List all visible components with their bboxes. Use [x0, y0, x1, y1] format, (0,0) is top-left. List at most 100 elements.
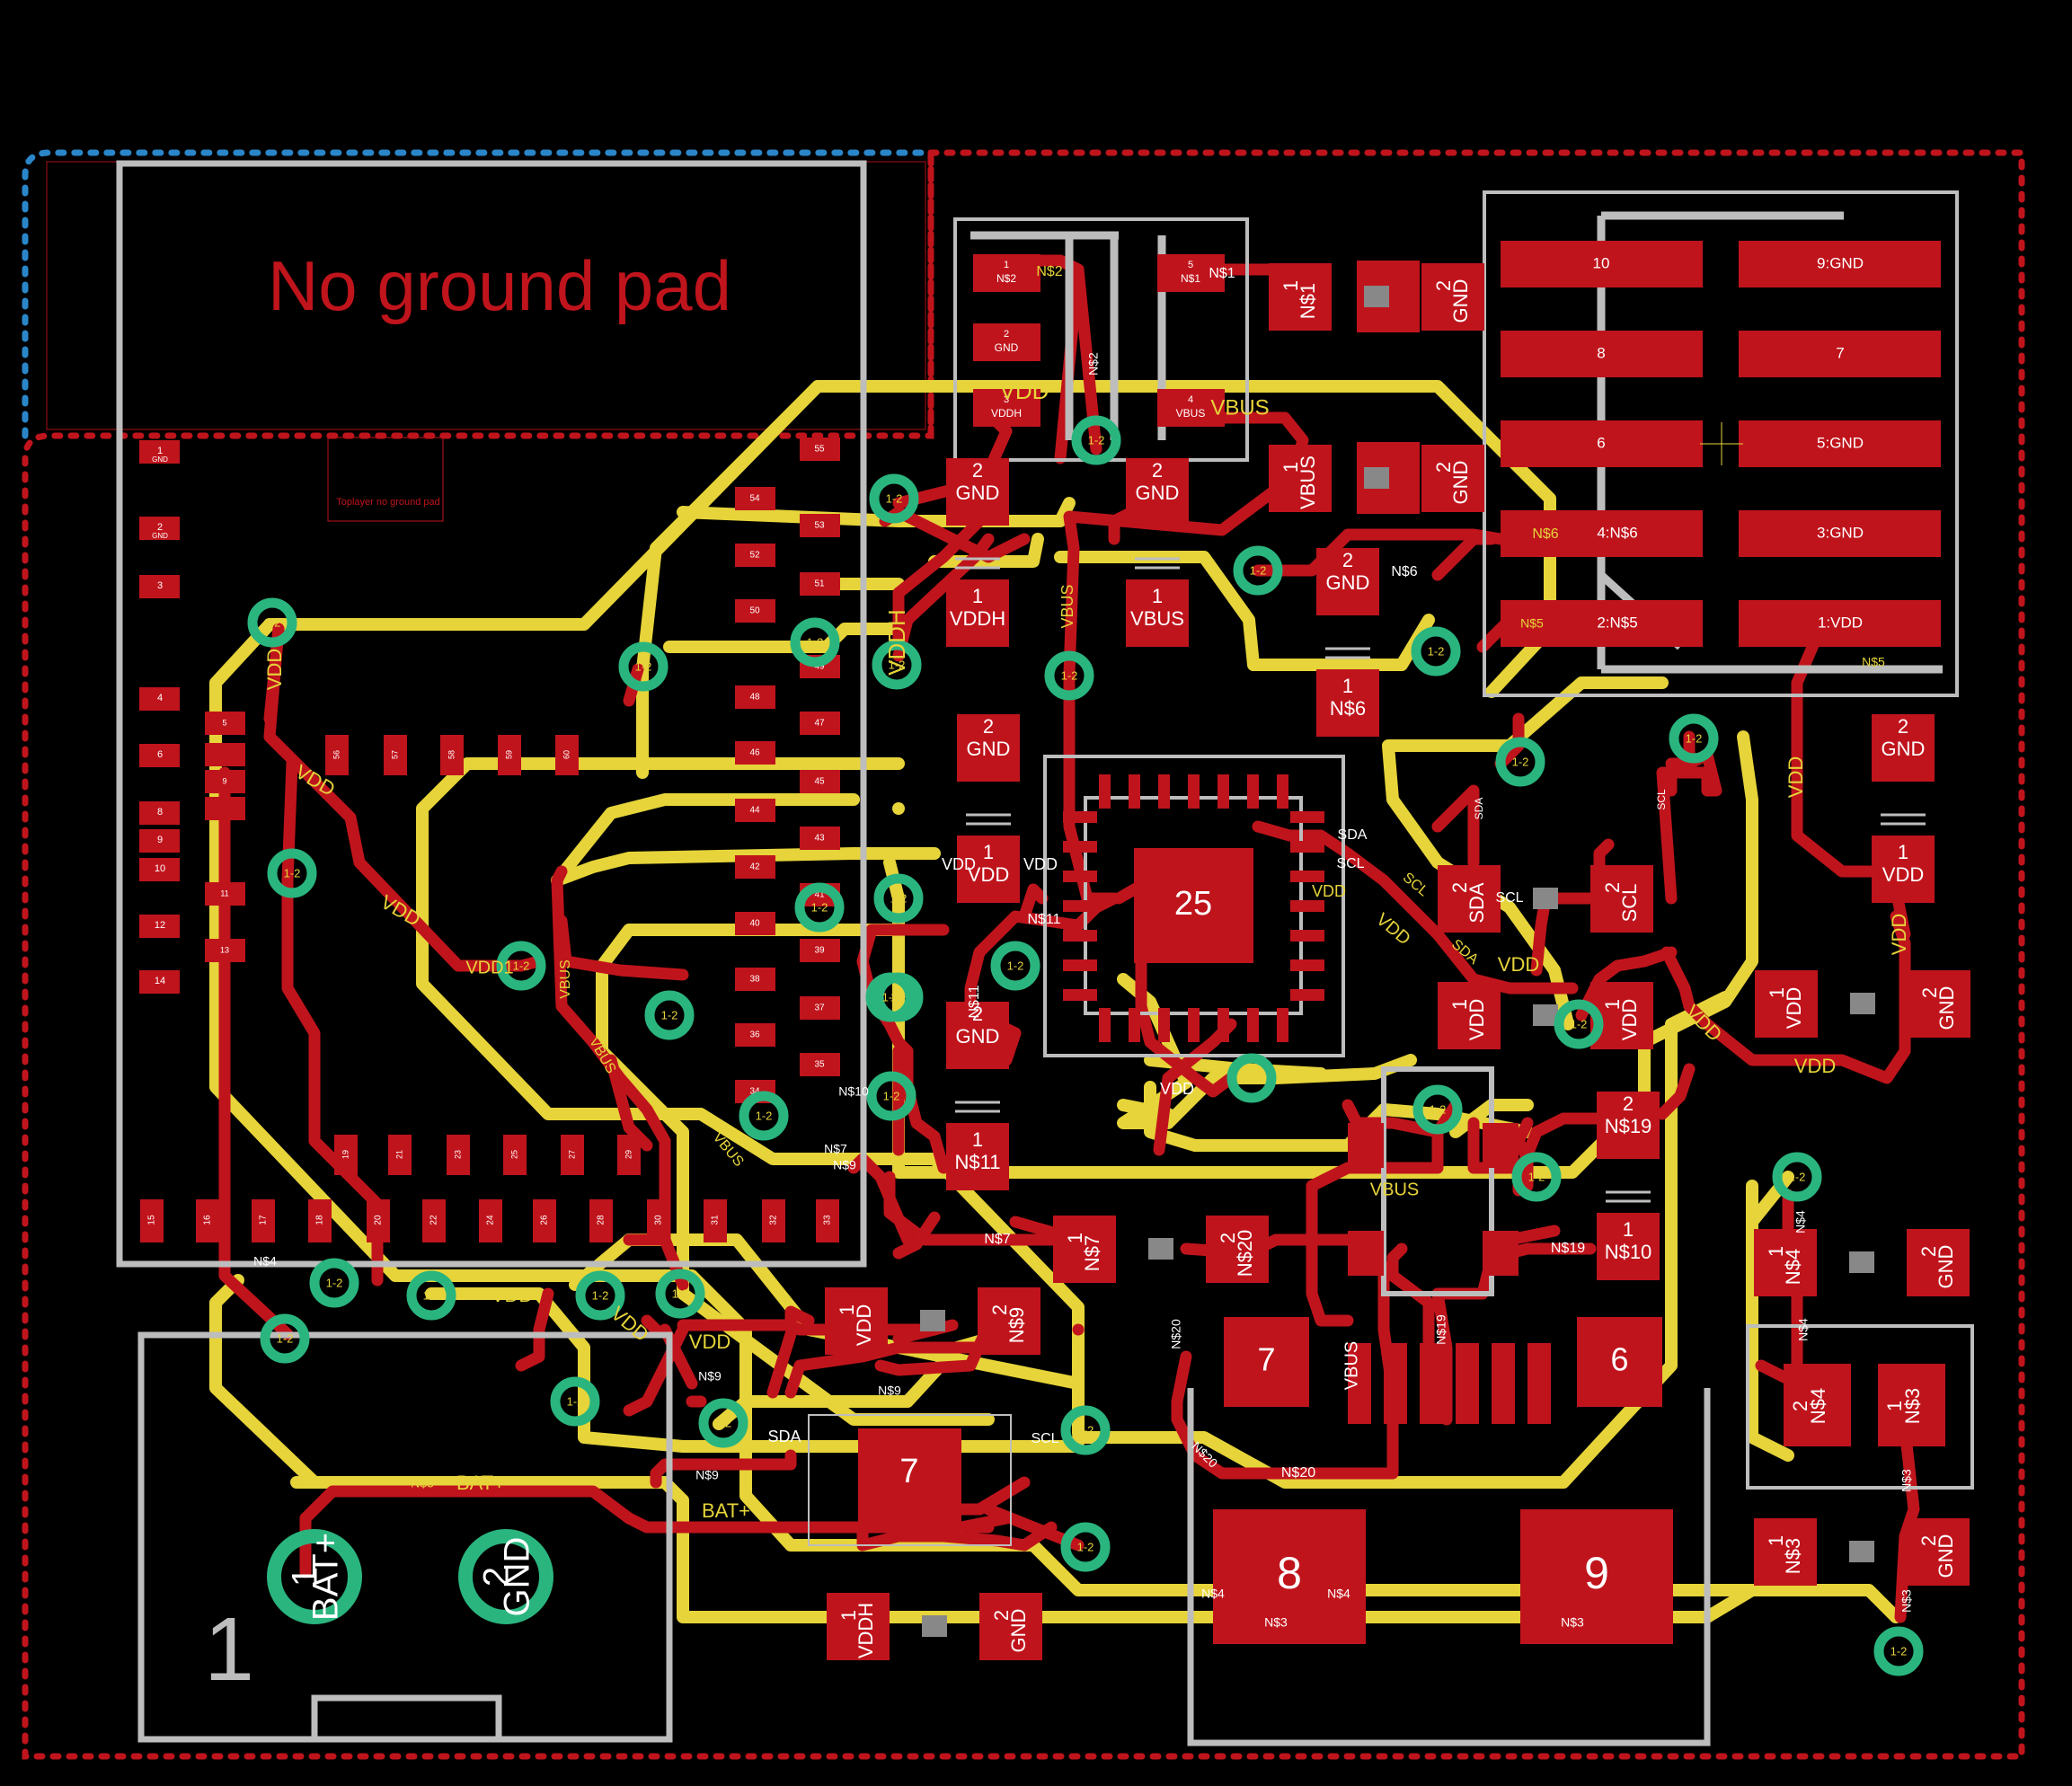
pad-label: 7 — [1257, 1341, 1275, 1378]
pad-label: 1 — [1765, 1535, 1787, 1546]
pad-label: 1 — [983, 841, 994, 863]
via-label: 1-2 — [1244, 1071, 1261, 1084]
pad-label: 3 — [1004, 394, 1009, 405]
via-label: 1-2 — [277, 1331, 294, 1345]
net-label: N$19 — [1551, 1241, 1585, 1256]
net-label: N$4 — [1327, 1587, 1350, 1601]
module-pin-right — [800, 438, 840, 461]
net-label: N$9 — [833, 1158, 856, 1172]
pad-label: 1 — [1152, 585, 1163, 607]
qfn-pin — [1129, 1008, 1140, 1042]
pad-label: GND — [956, 482, 1000, 504]
cap-pad-1 — [1316, 669, 1379, 737]
net-label: VDD — [1498, 953, 1539, 976]
net-label: N$19 — [1434, 1314, 1448, 1345]
cap-pad-1 — [1053, 1216, 1116, 1283]
via — [1495, 737, 1545, 787]
usb-connector-pad — [1213, 1509, 1366, 1644]
pad-label: 6 — [1597, 434, 1605, 451]
pad-label: 48 — [749, 693, 760, 703]
pad-label: 26 — [540, 1215, 550, 1225]
module-pin-left — [139, 440, 180, 464]
pad-label: 8 — [157, 807, 163, 818]
qfn-pin — [1188, 1008, 1200, 1042]
via — [1873, 1626, 1924, 1676]
pad-label: 8 — [1597, 344, 1605, 361]
qfn-pin — [1063, 930, 1097, 942]
module-pin-right — [800, 712, 840, 735]
usb-signal-pad — [1384, 1343, 1407, 1424]
cap-pad-2 — [1590, 865, 1653, 933]
module-pin-left — [139, 687, 180, 711]
module-pin-bottom — [704, 1199, 727, 1242]
pad-label: 10 — [155, 863, 165, 874]
header-pin-pad — [1739, 510, 1941, 557]
pad-label: 9:GND — [1817, 254, 1864, 271]
pad-label: N$6 — [1330, 697, 1366, 720]
pad-label: 4:N$6 — [1597, 524, 1637, 541]
module-inner-pad — [555, 735, 579, 775]
qfn-pin — [1247, 774, 1259, 809]
pad-label: 55 — [814, 445, 825, 455]
net-label: N$4 — [253, 1254, 277, 1269]
via-label: 1-2 — [672, 1286, 689, 1300]
module-pin-bottom — [589, 1199, 613, 1242]
pad-label: 19 — [341, 1150, 350, 1159]
via — [1669, 713, 1719, 764]
cap-pad-2 — [1316, 548, 1379, 615]
net-label: N$1 — [1209, 266, 1235, 281]
pad-label: 53 — [814, 521, 825, 531]
cap-pad-1 — [1126, 579, 1189, 647]
via — [865, 972, 916, 1022]
module-pin-right — [800, 514, 840, 537]
module-pin-left — [139, 575, 180, 598]
via-label: 1-2 — [1007, 959, 1024, 972]
pad-label: 40 — [749, 919, 760, 929]
cap-pad-1 — [1269, 263, 1332, 331]
pad-label: 2 — [1917, 1246, 1940, 1257]
net-label: SCL — [1031, 1431, 1058, 1446]
pad-label: 37 — [814, 1004, 825, 1013]
qfn-thermal-pad — [1134, 848, 1253, 963]
qfn-pin — [1290, 900, 1324, 912]
module-pin-bottom — [367, 1199, 390, 1242]
module-inner-pad — [325, 735, 349, 775]
net-label: N$6 — [1391, 564, 1417, 579]
cap-pad-2 — [1872, 714, 1935, 782]
cap-pad-1 — [825, 1287, 888, 1355]
cap-body — [1849, 1541, 1874, 1562]
via — [990, 941, 1040, 991]
diode-pad — [1784, 1364, 1851, 1446]
cap-pad-2 — [946, 458, 1009, 526]
qfn-pin — [1063, 871, 1097, 882]
pad-label: 1 — [157, 446, 163, 456]
pad-label: 9 — [1584, 1548, 1609, 1598]
pad-label: GND — [1136, 482, 1180, 504]
via-label: 1-2 — [1250, 563, 1267, 577]
pad-label: 8 — [1277, 1548, 1302, 1598]
header-pin-pad — [1501, 420, 1703, 467]
cap-pad-1 — [1754, 1518, 1817, 1586]
via-label: 1-2 — [592, 1288, 609, 1302]
via — [790, 617, 840, 668]
pad-label: N$7 — [1081, 1235, 1103, 1271]
via-label: 1-2 — [882, 990, 899, 1004]
pad-label: 1 — [1623, 1218, 1634, 1241]
module-inner-pad — [205, 939, 245, 962]
pad-label: 36 — [749, 1030, 760, 1040]
header-pin-pad — [1739, 600, 1941, 647]
net-label: SCL — [1336, 856, 1364, 871]
pad-label: 15 — [147, 1215, 157, 1225]
module-pin-right — [735, 544, 775, 567]
pad-label: GND — [1935, 1245, 1957, 1289]
net-label: VBUS — [1210, 395, 1269, 420]
pad-label: GND — [1449, 279, 1472, 323]
pad-label: 1 — [1766, 987, 1788, 998]
pad-label: 1 — [286, 1567, 325, 1587]
net-label: N$5 — [1520, 616, 1544, 631]
